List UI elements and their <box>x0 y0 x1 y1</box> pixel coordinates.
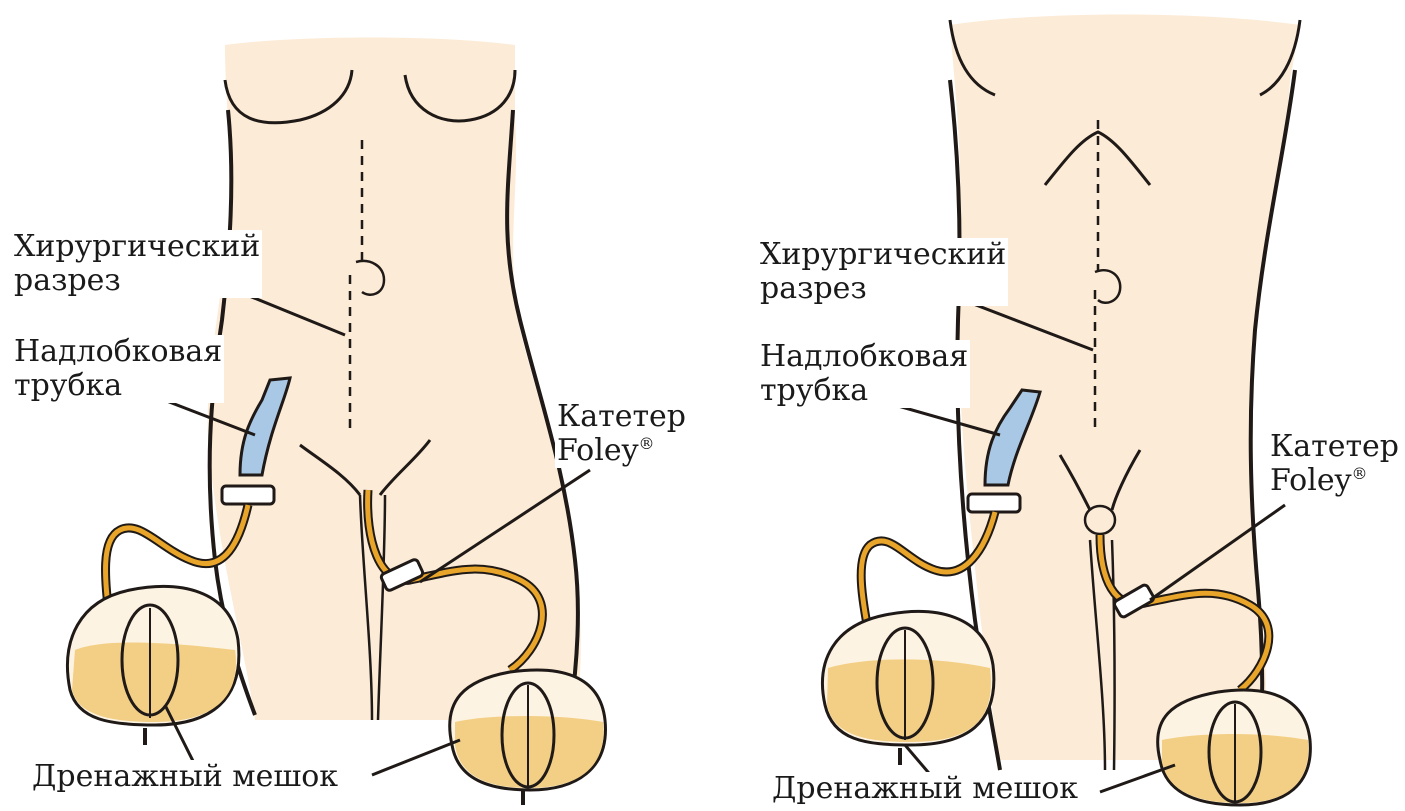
drainage-bag-2 <box>450 670 606 805</box>
leader-bag-left-2 <box>372 740 460 775</box>
label-foley-left-line2: Foley <box>557 433 639 468</box>
label-foley-right-line2: Foley <box>1270 463 1352 498</box>
drainage-bag-1 <box>68 587 239 745</box>
label-drainage-bag-left: Дренажный мешок <box>30 760 340 794</box>
label-drainage-bag-right: Дренажный мешок <box>770 772 1080 806</box>
label-suprapubic-tube-right: Надлобковая трубка <box>758 340 970 408</box>
leader-bag-right-2 <box>1100 765 1175 792</box>
label-incision-left: Хирургический разрез <box>12 230 262 298</box>
label-foley-right-line1: Катетер <box>1270 429 1399 464</box>
drainage-bag-3 <box>823 612 994 765</box>
female-tube-clamp <box>222 486 274 504</box>
label-foley-left: Катетер Foley® <box>555 400 688 468</box>
male-genital <box>1085 506 1115 534</box>
label-suprapubic-tube-left: Надлобковая трубка <box>12 335 224 403</box>
registered-mark-left: ® <box>639 434 655 453</box>
male-torso <box>950 14 1300 760</box>
registered-mark-right: ® <box>1352 464 1368 483</box>
drainage-bag-4 <box>1158 690 1311 805</box>
label-incision-right: Хирургический разрез <box>758 238 1008 306</box>
female-torso <box>208 38 581 721</box>
male-tube-clamp <box>968 494 1020 512</box>
label-foley-right: Катетер Foley® <box>1268 430 1401 498</box>
label-foley-left-line1: Катетер <box>557 399 686 434</box>
